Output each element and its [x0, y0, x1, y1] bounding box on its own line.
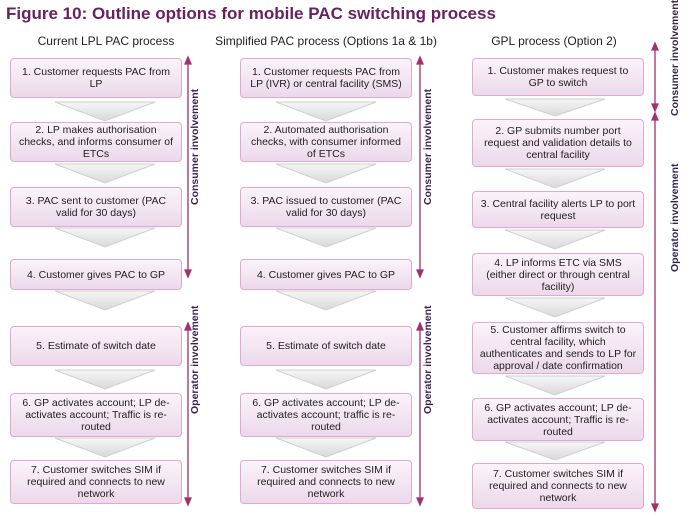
arrow-c2-2 [275, 163, 377, 184]
c2-step-4: 4. Customer gives PAC to GP [240, 259, 412, 290]
c1-step-5: 5. Estimate of switch date [10, 326, 182, 366]
c1-step-1: 1. Customer requests PAC from LP [10, 58, 182, 98]
arrow-c3-1 [504, 98, 606, 117]
arrow-c1-2 [54, 163, 156, 184]
c2-step-1: 1. Customer requests PAC from LP (IVR) o… [240, 58, 412, 98]
arrow-c1-4 [54, 290, 156, 311]
column-heading-current: Current LPL PAC process [37, 34, 175, 48]
c2-step-2: 2. Automated authorisation checks, with … [240, 122, 412, 162]
arrow-c1-3 [54, 227, 156, 248]
arrow-c3-3 [504, 229, 606, 250]
c1-operator-label: Operator involvement [189, 305, 201, 414]
c3-step-2: 2. GP submits number port request and va… [472, 119, 644, 167]
arrow-c2-1 [275, 101, 377, 122]
arrow-c2-3 [275, 227, 377, 248]
c1-step-6: 6. GP activates account; LP de-activates… [10, 393, 182, 437]
c2-step-7: 7. Customer switches SIM if required and… [240, 460, 412, 504]
arrow-c2-4 [275, 290, 377, 311]
column-heading-gpl: GPL process (Option 2) [491, 34, 617, 48]
arrow-c3-6 [504, 441, 606, 461]
c3-step-3: 3. Central facility alerts LP to port re… [472, 191, 644, 228]
arrow-c3-2 [504, 168, 606, 189]
column-heading-simplified: Simplified PAC process (Options 1a & 1b) [215, 34, 437, 48]
c1-step-4: 4. Customer gives PAC to GP [10, 259, 182, 290]
arrow-c3-4 [504, 297, 606, 318]
c3-consumer-label: Consumer involvement [669, 0, 681, 116]
c3-step-6: 6. GP activates account; LP de-activates… [472, 398, 644, 441]
c3-step-5: 5. Customer affirms switch to central fa… [472, 322, 644, 374]
c2-step-5: 5. Estimate of switch date [240, 326, 412, 366]
arrow-c1-6 [54, 437, 156, 458]
arrow-c2-6 [275, 437, 377, 458]
arrow-c2-5 [275, 369, 377, 390]
c2-consumer-label: Consumer involvement [422, 88, 434, 205]
c2-step-3: 3. PAC issued to customer (PAC valid for… [240, 187, 412, 227]
c1-step-2: 2. LP makes authorisation checks, and in… [10, 122, 182, 162]
c3-operator-label: Operator involvement [669, 163, 681, 272]
c3-step-4: 4. LP informs ETC via SMS (either direct… [472, 253, 644, 296]
c3-step-1: 1. Customer makes request to GP to switc… [472, 58, 644, 96]
arrow-c1-1 [54, 101, 156, 122]
c3-step-7: 7. Customer switches SIM if required and… [472, 463, 644, 509]
c2-step-6: 6. GP activates account; LP de-activates… [240, 393, 412, 437]
c1-consumer-label: Consumer involvement [189, 88, 201, 205]
c2-operator-label: Operator involvement [422, 305, 434, 414]
c1-step-3: 3. PAC sent to customer (PAC valid for 3… [10, 187, 182, 227]
figure-title: Figure 10: Outline options for mobile PA… [6, 4, 496, 23]
arrow-c1-5 [54, 369, 156, 390]
arrow-c3-5 [504, 375, 606, 396]
c1-step-7: 7. Customer switches SIM if required and… [10, 460, 182, 504]
